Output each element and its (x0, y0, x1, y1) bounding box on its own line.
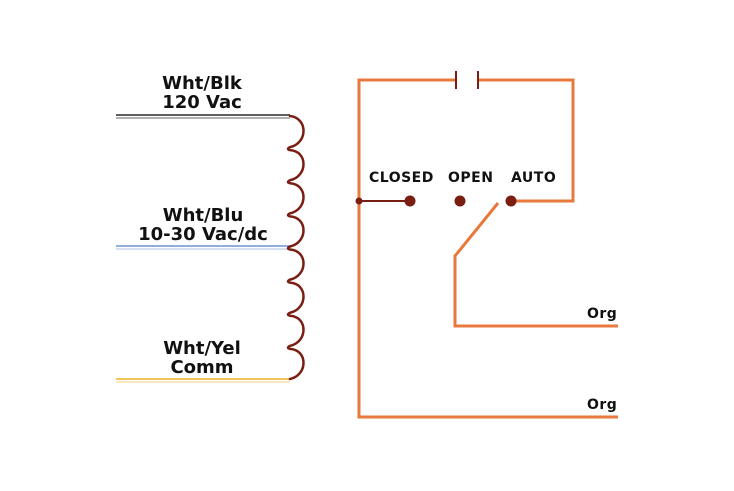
output-label-org-2: Org (587, 397, 618, 413)
contact-auto (505, 195, 517, 207)
circuit-top-left (357, 78, 618, 419)
tap-label-wht-yel: Wht/Yel Comm (130, 339, 274, 377)
junction-dot (355, 197, 363, 205)
switch-label-closed: CLOSED (369, 170, 434, 186)
tap-wht-blk-line1: Wht/Blk (162, 73, 242, 94)
contact-open (454, 195, 466, 207)
switch-label-open: OPEN (448, 170, 494, 186)
tap-wht-yel-line2: Comm (170, 357, 234, 378)
coil (286, 114, 305, 381)
output-label-org-1: Org (587, 306, 618, 322)
tap-wht-blk-line2: 120 Vac (162, 92, 242, 113)
wire-wht-blk (116, 114, 290, 119)
wire-wht-blu (116, 245, 290, 250)
contact-closed (404, 195, 416, 207)
tap-wht-blu-line2: 10-30 Vac/dc (138, 224, 268, 245)
circuit-lines (357, 78, 618, 419)
tap-wht-yel-line1: Wht/Yel (163, 338, 241, 359)
tap-label-wht-blu: Wht/Blu 10-30 Vac/dc (128, 206, 278, 244)
wire-wht-yel (116, 378, 290, 383)
tap-wht-blu-line1: Wht/Blu (162, 205, 244, 226)
tap-label-wht-blk: Wht/Blk 120 Vac (130, 74, 274, 112)
circuit-top-right (478, 78, 575, 203)
switch-arm (453, 202, 618, 328)
switch-label-auto: AUTO (511, 170, 557, 186)
